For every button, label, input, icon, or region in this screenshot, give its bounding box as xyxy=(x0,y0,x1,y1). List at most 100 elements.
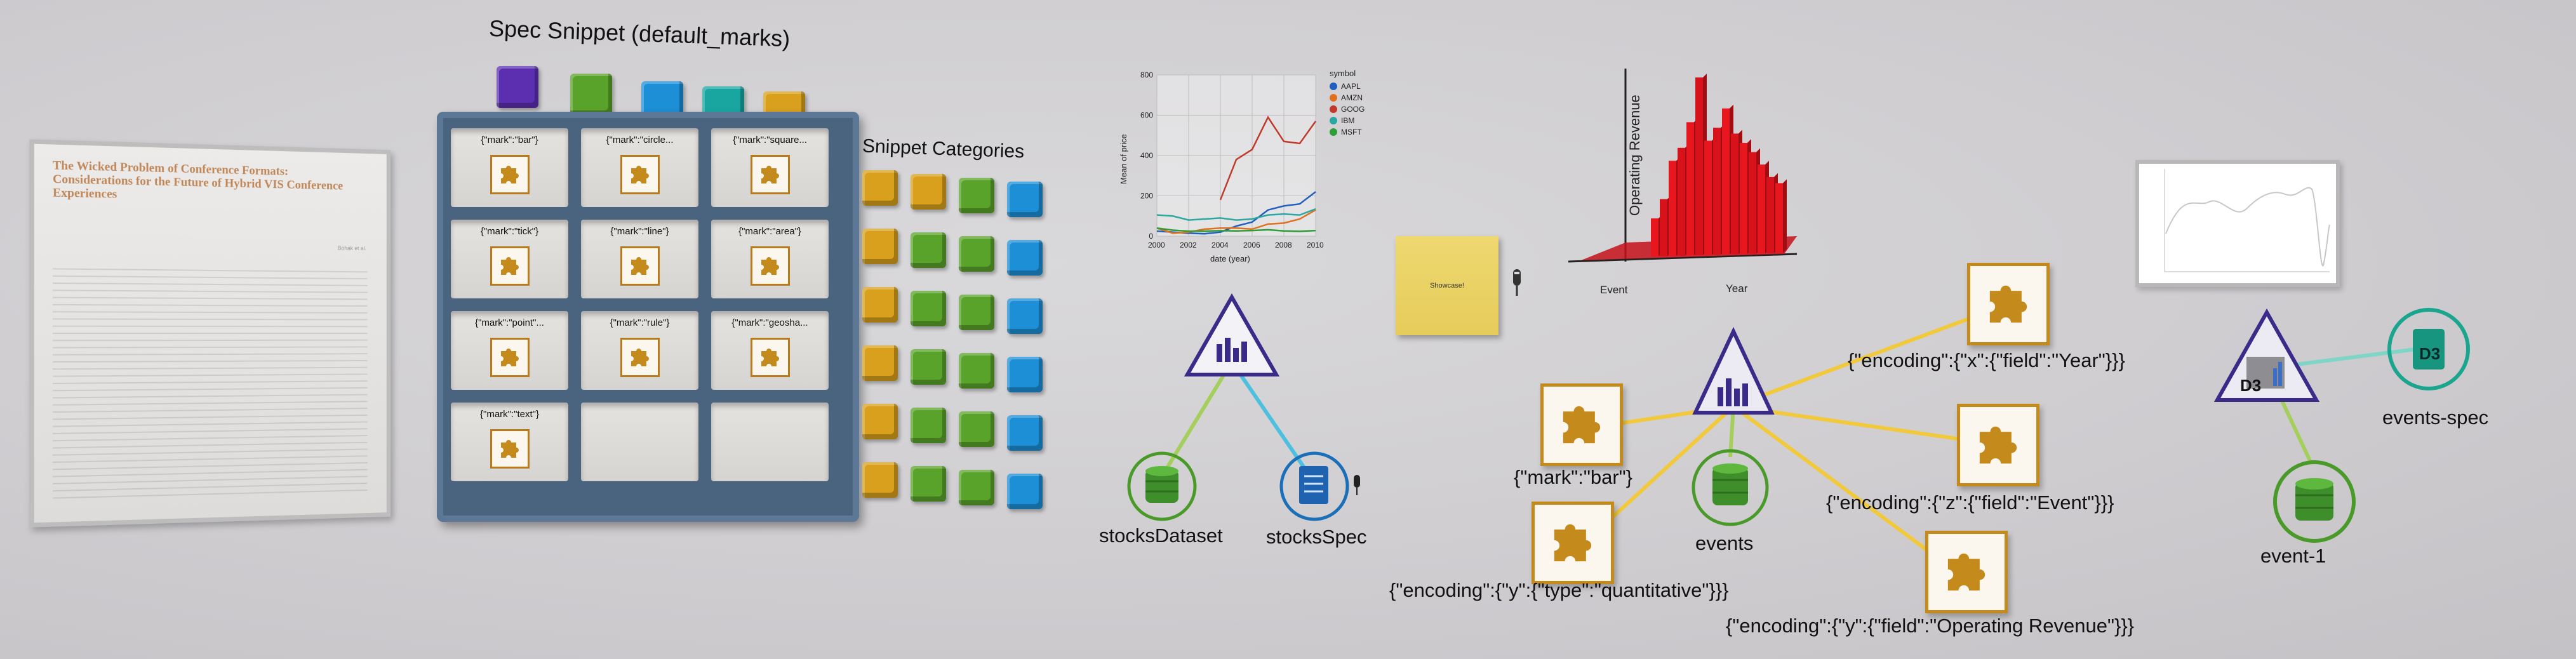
snippet-category-cube[interactable] xyxy=(862,287,898,323)
shelf-cell-empty[interactable] xyxy=(581,403,698,481)
shelf-cell-point[interactable]: {"mark":"point"... xyxy=(451,311,568,390)
line-chart-thumbnail[interactable] xyxy=(2135,160,2340,287)
shelf-cell-rule[interactable]: {"mark":"rule"} xyxy=(581,311,698,390)
x-tick-label: 2000 xyxy=(1148,241,1165,250)
bar3d-bar xyxy=(1660,199,1667,256)
vis-triangle-icon[interactable] xyxy=(1692,326,1775,415)
d3-vis-triangle-icon[interactable]: D3 xyxy=(2213,308,2320,402)
snippet-label: {"mark":"circle... xyxy=(606,135,674,145)
shelf-cell-empty[interactable] xyxy=(711,403,829,481)
bar3d-bar xyxy=(1775,183,1783,253)
bar3d-bar xyxy=(1678,147,1685,256)
snippet-category-cube[interactable] xyxy=(959,470,994,505)
enc-y-field-label: {"encoding":{"y":{"field":"Operating Rev… xyxy=(1726,615,2135,637)
snippet-category-cube[interactable] xyxy=(862,170,898,206)
legend-swatch xyxy=(1330,128,1337,136)
snippet-category-cube[interactable] xyxy=(1007,357,1043,392)
microphone-icon[interactable] xyxy=(1507,267,1526,305)
enc-x-field-puzzle-icon[interactable] xyxy=(1967,263,2050,345)
snippet-category-cube[interactable] xyxy=(1007,415,1043,451)
snippet-category-cube[interactable] xyxy=(911,466,946,502)
enc-y-field-puzzle-icon[interactable] xyxy=(1925,531,2008,613)
y-tick-label: 400 xyxy=(1140,151,1153,160)
bar3d-bar-side xyxy=(1783,179,1787,253)
bar3d-bar xyxy=(1749,152,1756,254)
snippet-category-cube[interactable] xyxy=(959,353,994,389)
spec-document-icon[interactable] xyxy=(1279,451,1349,521)
enc-z-field-puzzle-icon[interactable] xyxy=(1957,404,2039,486)
chart-grid xyxy=(1156,74,1316,237)
enc-x-field-label: {"encoding":{"x":{"field":"Year"}}} xyxy=(1848,349,2125,371)
shelf-cell-geoshape[interactable]: {"mark":"geosha... xyxy=(711,311,829,390)
x-axis-label: date (year) xyxy=(1210,254,1250,263)
shelf-cell-bar[interactable]: {"mark":"bar"} xyxy=(451,128,568,207)
puzzle-icon xyxy=(620,155,660,194)
paper-title: The Wicked Problem of Conference Formats… xyxy=(53,159,344,201)
snippet-category-cube[interactable] xyxy=(1007,182,1043,217)
snippet-category-cube[interactable] xyxy=(862,462,898,498)
snippet-label: {"mark":"rule"} xyxy=(610,317,670,328)
snippet-category-cube[interactable] xyxy=(959,411,994,447)
snippet-category-cube[interactable] xyxy=(911,291,946,326)
bar3d-chart[interactable]: Operating Revenue Event Year xyxy=(1556,63,1810,298)
x-tick-label: 2004 xyxy=(1211,241,1229,250)
category-cube-green[interactable] xyxy=(570,74,612,116)
events-spec-icon[interactable]: D3 xyxy=(2387,308,2470,390)
shelf-cell-line[interactable]: {"mark":"line"} xyxy=(581,220,698,298)
vis-triangle-icon[interactable] xyxy=(1184,293,1280,376)
bar3d-bar xyxy=(1740,143,1747,254)
x-tick-label: 2002 xyxy=(1180,241,1197,250)
bar3d-bar xyxy=(1704,140,1712,255)
y-tick-label: 600 xyxy=(1140,111,1153,120)
series-line-goog xyxy=(1219,116,1317,201)
snippet-category-cube[interactable] xyxy=(862,404,898,439)
mark-bar-puzzle-icon[interactable] xyxy=(1540,383,1623,466)
snippet-label: {"mark":"area"} xyxy=(738,226,801,237)
snippet-category-cube[interactable] xyxy=(911,174,946,210)
snippet-category-cube[interactable] xyxy=(1007,474,1043,509)
edge-events-vis xyxy=(1728,406,1735,458)
snippet-category-cube[interactable] xyxy=(911,408,946,443)
paper-panel[interactable]: The Wicked Problem of Conference Formats… xyxy=(29,139,391,528)
microphone-icon[interactable] xyxy=(1354,475,1360,495)
event-1-dataset-icon[interactable] xyxy=(2273,460,2356,543)
edge-spec-vis xyxy=(1230,361,1316,484)
bar3d-x-axis xyxy=(1568,253,1798,263)
snippet-category-cube[interactable] xyxy=(959,295,994,330)
x-tick-label: 2010 xyxy=(1307,241,1324,250)
event-1-label: event-1 xyxy=(2260,545,2326,567)
shelf-cell-area[interactable]: {"mark":"area"} xyxy=(711,220,829,298)
legend-label: AMZN xyxy=(1341,93,1363,102)
d3-glyph: D3 xyxy=(2240,376,2261,395)
shelf-cell-circle[interactable]: {"mark":"circle... xyxy=(581,128,698,207)
category-cube-purple[interactable] xyxy=(497,66,538,108)
puzzle-icon xyxy=(751,338,790,377)
shelf-cell-square[interactable]: {"mark":"square... xyxy=(711,128,829,207)
snippet-category-cube[interactable] xyxy=(1007,240,1043,276)
snippet-category-cube[interactable] xyxy=(911,232,946,268)
snippet-category-cube[interactable] xyxy=(862,229,898,264)
events-dataset-cylinder-icon[interactable] xyxy=(1692,449,1769,526)
puzzle-icon xyxy=(751,155,790,194)
snippet-category-cube[interactable] xyxy=(911,349,946,385)
shelf-cell-tick[interactable]: {"mark":"tick"} xyxy=(451,220,568,298)
bar3d-y-label: Operating Revenue xyxy=(1627,95,1643,216)
legend-label: AAPL xyxy=(1341,82,1361,91)
bar3d-bar xyxy=(1731,133,1738,255)
y-tick-label: 800 xyxy=(1140,70,1153,79)
snippet-category-cube[interactable] xyxy=(959,178,994,213)
snippet-category-cube[interactable] xyxy=(959,236,994,272)
puzzle-icon xyxy=(751,246,790,286)
showcase-sticky[interactable]: Showcase! xyxy=(1396,236,1498,335)
shelf-cell-text[interactable]: {"mark":"text"} xyxy=(451,403,568,481)
snippet-label: {"mark":"geosha... xyxy=(731,317,808,328)
events-label: events xyxy=(1695,532,1754,554)
snippet-label: {"mark":"tick"} xyxy=(480,226,539,237)
snippet-category-cube[interactable] xyxy=(862,345,898,381)
snippet-category-cube[interactable] xyxy=(1007,298,1043,334)
dataset-cylinder-icon[interactable] xyxy=(1127,451,1197,521)
mark-bar-label: {"mark":"bar"} xyxy=(1514,466,1633,488)
enc-y-type-puzzle-icon[interactable] xyxy=(1532,502,1614,584)
